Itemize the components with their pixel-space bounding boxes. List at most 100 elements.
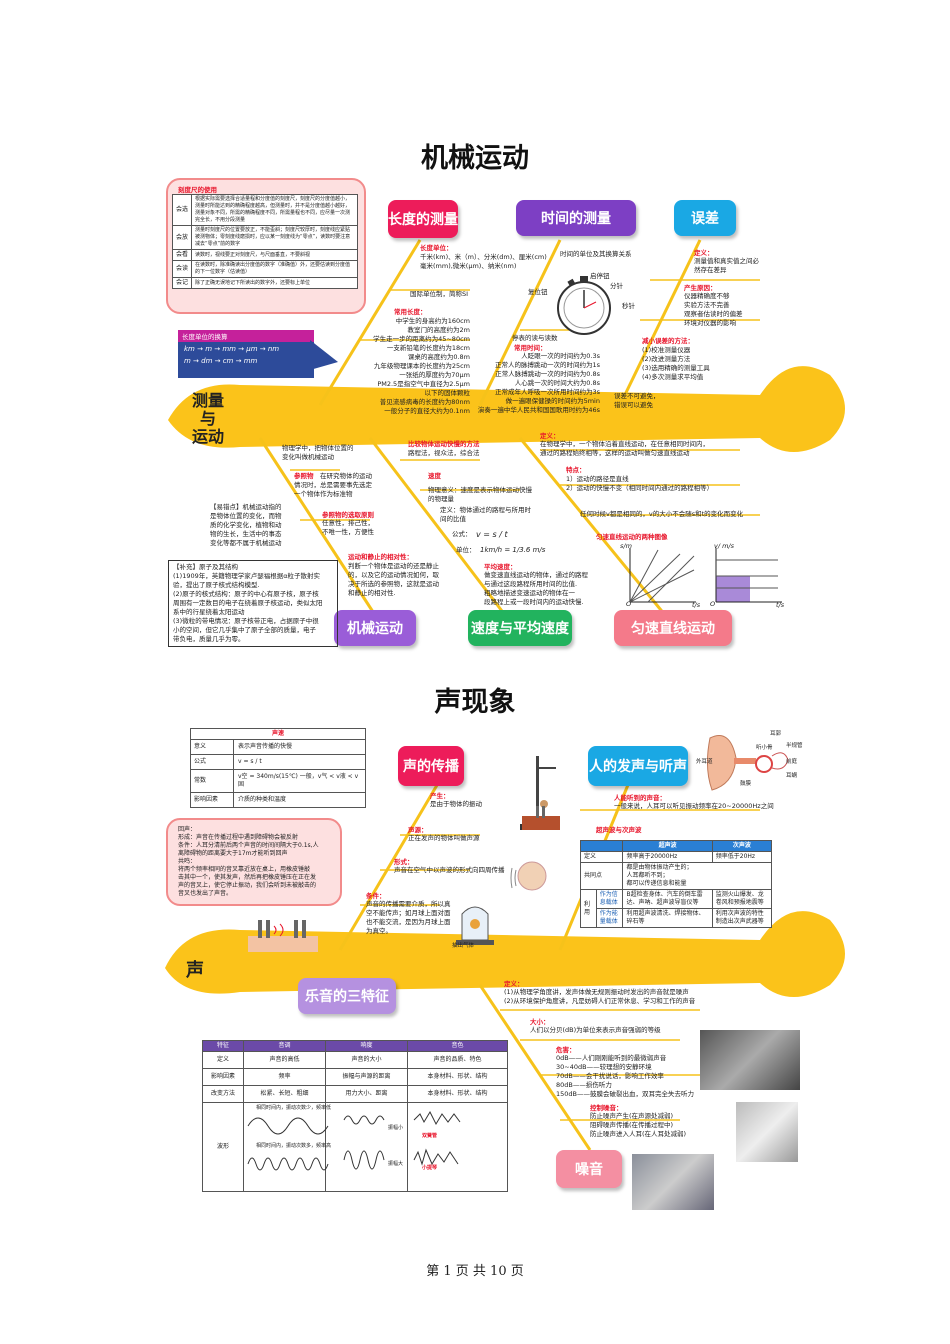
ear-label-vestibule: 前庭 xyxy=(786,759,798,765)
features-row-key: 波形 xyxy=(202,1102,244,1192)
echo-callout: 回声： 形成：声音在传播过程中遇到障碍物会被反射 条件：人耳分清前后两个声音的时… xyxy=(166,818,342,906)
spine-sound xyxy=(165,911,845,998)
graph1-ylabel: s/m xyxy=(620,542,632,550)
feature-label: 特点： xyxy=(566,466,586,474)
speed-label: 速度 xyxy=(428,472,441,480)
features-cell: 声音的高低 xyxy=(242,1051,327,1069)
unit-label: 单位： xyxy=(456,546,476,554)
wave-label-high: 相同时间内，振动次数多，频率高 xyxy=(256,1143,332,1149)
graph1-origin: O xyxy=(626,600,632,608)
noise-photo-machine xyxy=(700,1030,800,1090)
common-length: 中学生的身高约为160cm 教室门的高度约为2m 学生走一步的距离约为45~80… xyxy=(373,317,470,415)
reference-text: 在研究物体的运动 情况时，总是需要事先选定 一个物体作为标准物 xyxy=(294,472,372,498)
features-cell: 频率 xyxy=(242,1068,327,1086)
source-text: 正在发声的物体叫做声源 xyxy=(408,834,480,842)
box-length: 长度的测量 xyxy=(388,200,458,238)
features-row: 改变方法松紧、长短、粗细用力大小、距离本身材料、形状、结构 xyxy=(202,1085,508,1103)
ultrasound-cell: 频率低于20Hz xyxy=(711,851,773,863)
bone-motion xyxy=(258,437,377,616)
ultrasound-row-key: 定义 xyxy=(579,851,624,863)
bone-error xyxy=(618,239,702,406)
unit-conversion: 1km/h = 1/3.6 m/s xyxy=(480,546,546,554)
common-time: 人眨眼一次的时间约为0.3s 正常人的脉搏跳动一次的时间约为1s 正常人脉搏跳动… xyxy=(477,352,600,414)
error-def-label: 定义： xyxy=(694,249,714,257)
waveform-diagrams xyxy=(247,1110,461,1171)
control-text: 防止噪声产生(在声源处减弱) 阻碍噪声传播(在传播过程中) 防止噪声进入人耳(在… xyxy=(590,1112,687,1138)
ruler-row-key: 会看 xyxy=(172,249,192,261)
graph2-origin: O xyxy=(710,600,716,608)
ref-principle-label: 参照物的选取原则 xyxy=(322,511,374,519)
harm-label: 危害： xyxy=(556,1046,576,1054)
ear-label-ossicles: 听小骨 xyxy=(756,745,773,751)
box-motion: 机械运动 xyxy=(334,610,416,646)
condition-label: 条件： xyxy=(366,892,386,900)
uniform-def: 在物理学中，一个物体沿着直线运动，在任意相同时间内， 通过的路程始终相等，这样的… xyxy=(540,440,709,457)
harm-text: 0dB——人们刚刚能听到的最微弱声音 30~40dB——较理想的安静环境 70d… xyxy=(556,1054,694,1098)
ear-label-eardrum: 鼓膜 xyxy=(740,781,752,787)
bone-time xyxy=(478,239,562,406)
size-text: 人们以分贝(dB)为单位来表示声音强弱的等级 xyxy=(530,1026,661,1034)
ear-label-canal: 外耳道 xyxy=(696,759,713,765)
common-length-label: 常用长度： xyxy=(394,308,427,316)
ultrasound-row-key: 利用 xyxy=(580,889,597,928)
formula: v = s / t xyxy=(476,530,508,539)
features-row-key: 改变方法 xyxy=(202,1085,244,1103)
ruler-row: 会放测量时刻度尺的位置要放正，不能歪斜；刻度尺较厚时，刻度线应紧贴被测物体；零刻… xyxy=(172,225,358,250)
graph-label: 匀速直线运动的两种图像 xyxy=(596,533,668,541)
atom-supplement: 【补充】原子及其结构 (1)1909年，英籍物理学家卢瑟福根据α粒子散射实 验，… xyxy=(168,560,338,647)
stopwatch-label-start: 启停钮 xyxy=(590,272,610,280)
sound-speed-table-title: 声速 xyxy=(190,728,366,740)
ultrasound-row-key: 共同点 xyxy=(579,862,624,890)
reference-label: 参照物 xyxy=(294,472,314,480)
v-t-area xyxy=(716,576,750,602)
bone-speed xyxy=(368,437,507,616)
ultrasound-header-row: 超声波次声波 xyxy=(579,840,773,852)
features-cell: 振幅与声源的距离 xyxy=(325,1068,409,1086)
ultrasound-cell: 监测火山爆发、龙卷风和预报地震等 xyxy=(711,889,773,909)
ruler-callout: 刻度尺的使用 会选根据实际需要选择合适量程和分度值的刻度尺，刻度尺的分度值越小，… xyxy=(166,178,366,314)
features-header-cell: 响度 xyxy=(325,1040,409,1052)
si-unit: 国际单位制，简称SI xyxy=(410,290,469,298)
stopwatch-label-second: 秒针 xyxy=(622,302,635,310)
waveform-oboe xyxy=(413,1110,461,1126)
box-error: 误差 xyxy=(674,200,736,236)
speed-def: 物理意义：速度是表示物体运动快慢 的物理量 xyxy=(428,486,532,503)
key-point: 【易错点】机械运动指的 是物体位置的变化，而物 质的化学变化，植物和动 物的生长… xyxy=(210,503,282,547)
bone-noise xyxy=(478,984,592,1151)
error-reduce-label: 减小误差的方法： xyxy=(642,337,694,345)
ruler-row-text: 在读数时，除准确读出分度值的数字（准确值）外，还要估读到分度值的下一位数字（估读… xyxy=(191,260,358,278)
ruler-row-key: 会读 xyxy=(172,260,192,278)
sound-head-label: 声 xyxy=(186,960,204,981)
tuning-fork-image xyxy=(248,920,318,952)
error-cause-label: 产生原因： xyxy=(684,284,717,292)
stopwatch-icon xyxy=(557,276,611,335)
box-uniform: 匀速直线运动 xyxy=(614,610,732,646)
features-header-cell: 特征 xyxy=(202,1040,244,1052)
noise-def-label: 定义： xyxy=(504,980,524,988)
error-reduce: (1)校准测量仪器 (2)改进测量方法 (3)选用精确的测量工具 (4)多次测量… xyxy=(642,346,710,381)
formula-label: 公式： xyxy=(452,530,472,538)
waveform-low-pitch xyxy=(247,1117,329,1135)
unit-conversion-title: 长度单位的换算 xyxy=(178,330,314,342)
ultrasound-cell: 利用超声波清洗、焊接物体、碎石等 xyxy=(622,908,713,928)
features-row: 影响因素频率振幅与声源的距离本身材料、形状、结构 xyxy=(202,1068,508,1086)
size-label: 大小： xyxy=(530,1018,550,1026)
wave-label-large-amp: 振幅大 xyxy=(388,1161,404,1167)
vacuum-label: 抽出气体 xyxy=(452,943,475,949)
ruler-row-key: 会记 xyxy=(172,277,192,289)
source-label: 声源： xyxy=(408,826,428,834)
sound-speed-value: 介质的种类和温度 xyxy=(233,792,366,808)
features-row: 定义声音的高低声音的大小声音的品质、特色 xyxy=(202,1051,508,1069)
sound-speed-value: 表示声音传播的快慢 xyxy=(233,739,366,755)
spine-mechanics xyxy=(168,366,845,453)
ruler-row-text: 除了正确无误地记下所读出的数字外，还要标上单位 xyxy=(191,277,358,289)
ruler-row-text: 读数时，视线要正对刻度尺，与尺面垂直，不要斜视 xyxy=(191,249,358,261)
features-header-cell: 音调 xyxy=(242,1040,327,1052)
ultrasound-row: 共同点都是由物体振动产生的； 人耳都听不到； 都可以传递信息和能量 xyxy=(579,862,772,890)
uniform-note: 任何时候v都是相同的，v的大小不会随s和t的变化而变化 xyxy=(580,510,744,518)
ultrasound-header-cell: 次声波 xyxy=(711,840,773,852)
avg-speed: 做变速直线运动的物体，通过的路程 与通过这段路程所用时间的比值. 粗略地描述变速… xyxy=(484,571,588,606)
